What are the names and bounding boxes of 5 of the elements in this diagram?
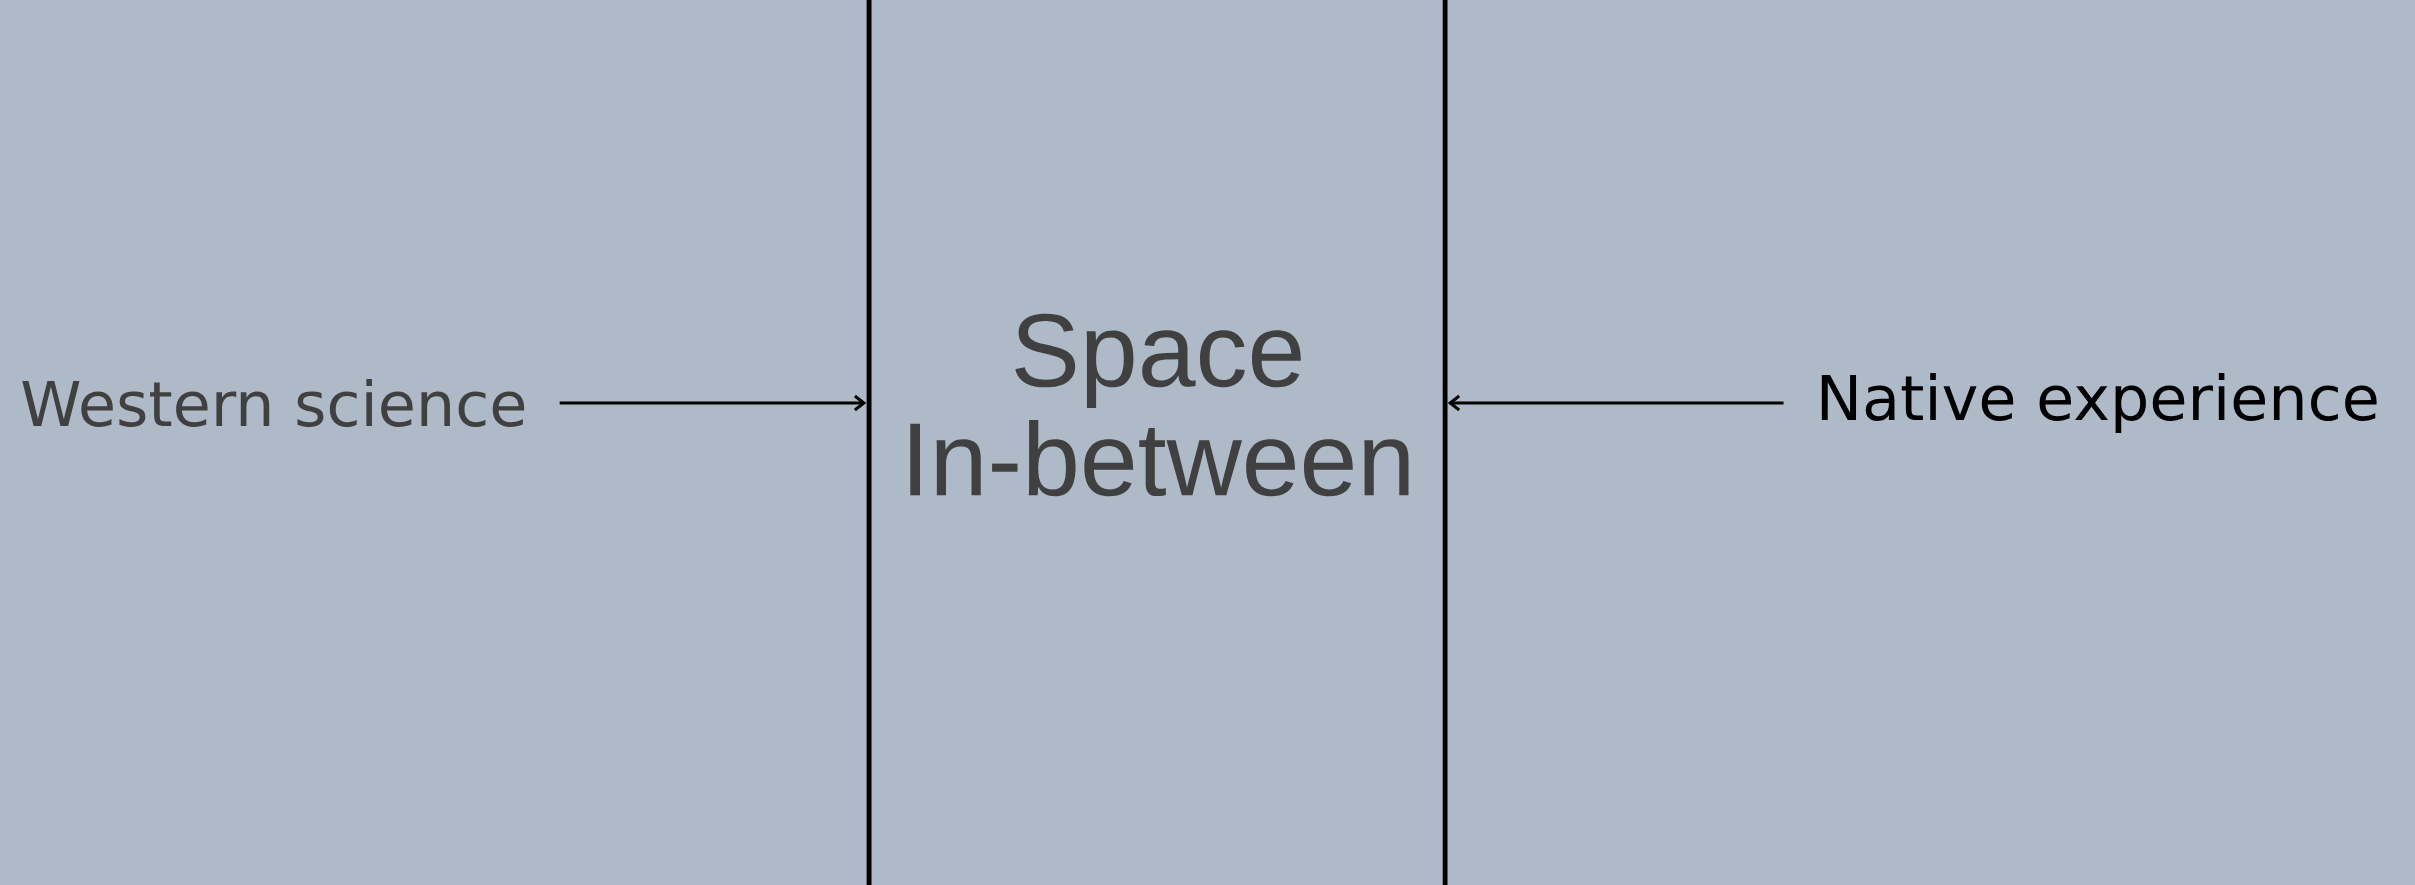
center-label: Space In-between [910,313,1409,497]
arrow [1447,394,1784,412]
side-label: Native experience [1821,373,2377,433]
side-label: Western science [22,379,525,427]
arrow [559,394,867,412]
